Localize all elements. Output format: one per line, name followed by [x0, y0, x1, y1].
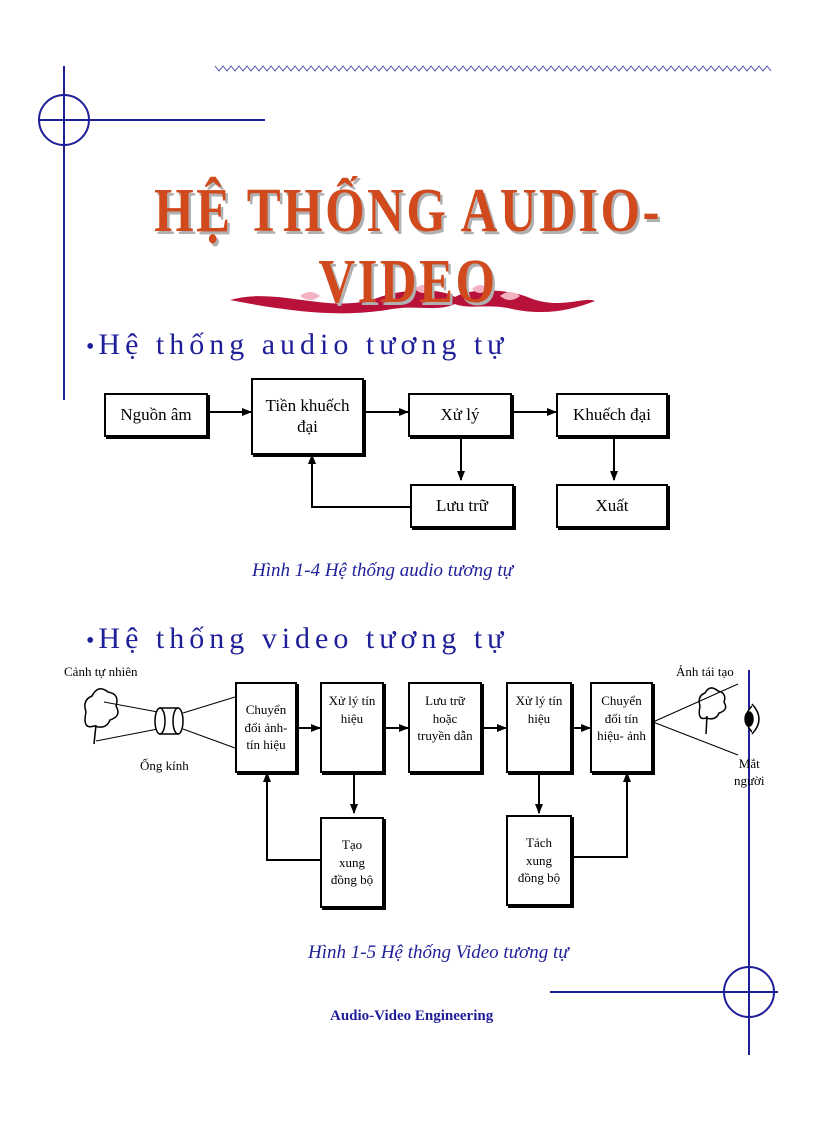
- video-box-signal-process-2: Xử lý tín hiệu: [506, 682, 572, 773]
- reconstructed-image-tree-icon: [698, 687, 727, 735]
- audio-box-preamp: Tiền khuếch đại: [251, 378, 364, 455]
- audio-box-storage-label: Lưu trữ: [436, 495, 488, 515]
- output-rays: [652, 683, 739, 756]
- reconstructed-image-label: Ảnh tái tạo: [676, 664, 734, 679]
- audio-box-output-label: Xuất: [595, 495, 629, 515]
- natural-scene-tree-icon: [84, 688, 119, 745]
- human-eye-label: Mắt người: [734, 756, 765, 788]
- slide-footer: Audio-Video Engineering: [330, 1008, 494, 1024]
- audio-box-storage: Lưu trữ: [410, 484, 514, 528]
- audio-box-amplifier: Khuếch đại: [556, 393, 668, 437]
- video-heading-row: • Hệ thống video tương tự: [86, 622, 508, 656]
- scene-to-lens-rays: [95, 701, 164, 742]
- lens-icon: [154, 707, 184, 735]
- bottom-right-crosshair: [550, 670, 778, 1055]
- lens-label: Ống kính: [140, 758, 189, 773]
- audio-section-heading: Hệ thống audio tương tự: [98, 328, 509, 361]
- audio-box-process: Xử lý: [408, 393, 512, 437]
- top-zigzag-border: [214, 65, 772, 72]
- video-figure-caption: Hình 1-5 Hệ thống Video tương tự: [308, 942, 569, 963]
- video-box-sync-separator: Tách xung đồng bộ: [506, 815, 572, 906]
- bullet-dot-icon: •: [86, 334, 95, 360]
- audio-box-output: Xuất: [556, 484, 668, 528]
- video-box-sync-generator: Tạo xung đồng bộ: [320, 817, 384, 908]
- natural-scene-label: Cảnh tự nhiên: [64, 664, 138, 679]
- audio-box-source-label: Nguồn âm: [120, 404, 192, 424]
- video-connectors: [263, 724, 631, 861]
- audio-heading-row: • Hệ thống audio tương tự: [86, 328, 508, 362]
- video-box-signal-process-1: Xử lý tín hiệu: [320, 682, 384, 773]
- lens-to-converter-rays: [182, 696, 236, 749]
- audio-box-source: Nguồn âm: [104, 393, 208, 437]
- slide-title: HỆ THỐNG AUDIO-VIDEO: [154, 177, 662, 316]
- video-section-heading: Hệ thống video tương tự: [98, 622, 509, 655]
- title-ornament: [230, 285, 595, 314]
- human-eye-icon: [744, 703, 760, 735]
- video-box-store-transmit: Lưu trữ hoặc truyền dẫn: [408, 682, 482, 773]
- video-box-signal-process-1-label: Xử lý tín hiệu: [328, 693, 376, 726]
- video-box-sync-generator-label: Tạo xung đồng bộ: [330, 837, 374, 888]
- audio-box-amplifier-label: Khuếch đại: [573, 404, 651, 424]
- audio-box-preamp-label: Tiền khuếch đại: [265, 396, 350, 436]
- bullet-dot-icon: •: [86, 628, 95, 654]
- video-box-image-to-signal: Chuyển đổi ảnh- tín hiệu: [235, 682, 297, 773]
- top-left-crosshair: [38, 66, 265, 400]
- audio-connectors: [207, 408, 618, 508]
- video-box-signal-process-2-label: Xử lý tín hiệu: [515, 693, 563, 726]
- video-box-signal-to-image-label: Chuyển đổi tín hiệu- ảnh: [597, 693, 646, 744]
- video-box-signal-to-image: Chuyển đổi tín hiệu- ảnh: [590, 682, 653, 773]
- video-box-store-transmit-label: Lưu trữ hoặc truyền dẫn: [417, 693, 473, 744]
- audio-box-process-label: Xử lý: [440, 404, 480, 424]
- video-box-sync-separator-label: Tách xung đồng bộ: [517, 835, 561, 886]
- audio-figure-caption: Hình 1-4 Hệ thống audio tương tự: [252, 560, 513, 581]
- video-box-image-to-signal-label: Chuyển đổi ảnh- tín hiệu: [244, 702, 288, 753]
